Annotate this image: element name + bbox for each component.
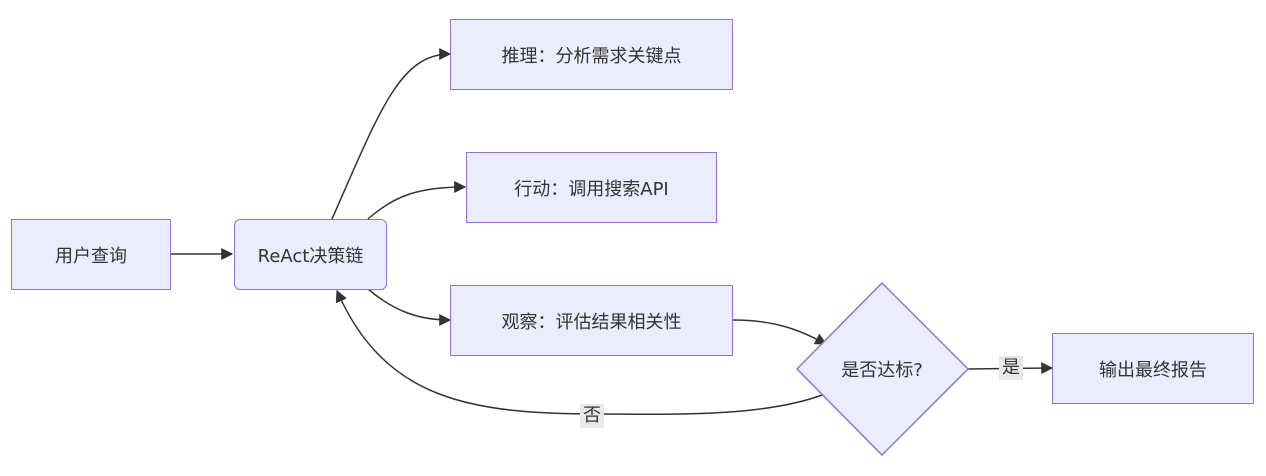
edge-react-to-action: [367, 181, 467, 220]
edge-react-to-reasoning: [331, 48, 452, 220]
node-output-label: 输出最终报告: [1099, 359, 1207, 381]
node-observation-label: 观察：评估结果相关性: [501, 311, 682, 333]
node-react-chain-label: ReAct决策链: [257, 245, 364, 267]
node-reasoning-label: 推理：分析需求关键点: [501, 45, 682, 67]
node-action: 行动：调用搜索API: [466, 152, 717, 223]
edge-observation-to-decision: [732, 319, 828, 345]
node-reasoning: 推理：分析需求关键点: [450, 19, 733, 90]
node-observation: 观察：评估结果相关性: [450, 285, 733, 356]
node-react-chain: ReAct决策链: [234, 219, 387, 290]
node-user-query-label: 用户查询: [55, 245, 127, 267]
decision-diamond: [795, 281, 970, 457]
node-decision: 是否达标?: [812, 349, 952, 389]
node-output: 输出最终报告: [1052, 333, 1254, 404]
edge-label-yes: 是: [999, 356, 1023, 380]
edge-react-to-observation: [367, 288, 452, 326]
node-user-query: 用户查询: [11, 219, 171, 290]
edge-label-no: 否: [580, 404, 604, 428]
node-action-label: 行动：调用搜索API: [514, 178, 669, 200]
node-decision-label: 是否达标?: [841, 360, 923, 381]
